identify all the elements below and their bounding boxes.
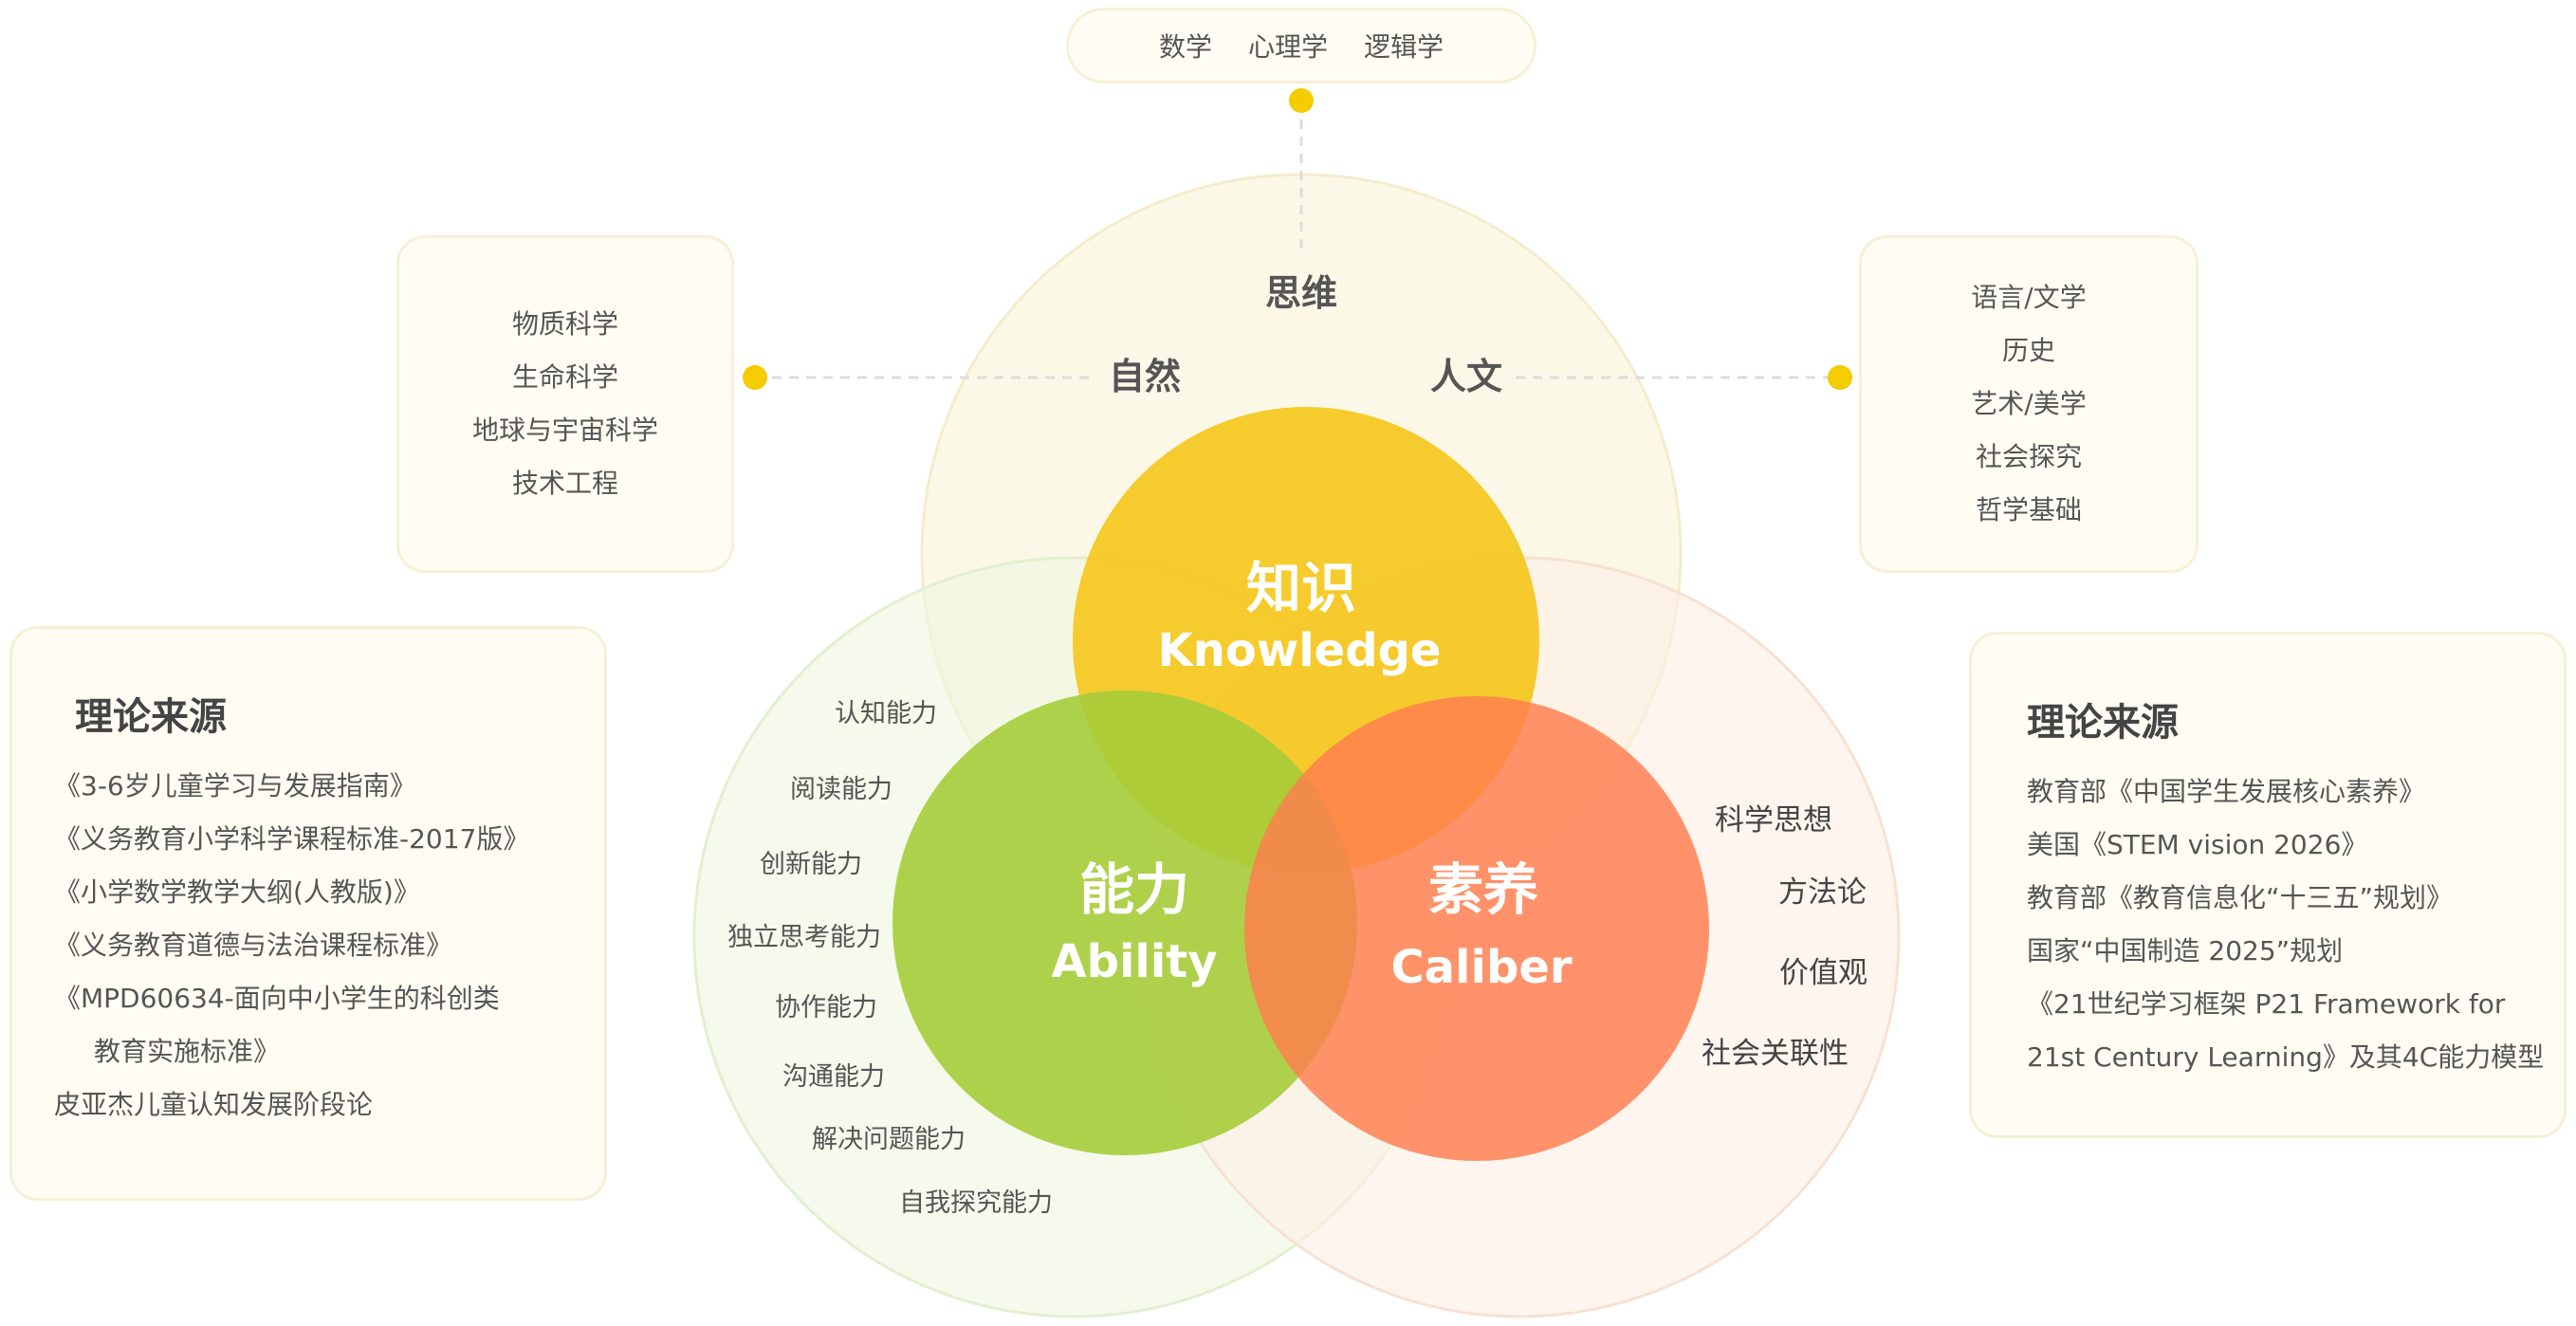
ability-item: 协作能力 — [775, 993, 877, 1022]
humanities-subject-item: 语言/文学 — [1971, 282, 2087, 313]
theory-item: 21st Century Learning》及其4C能力模型 — [2027, 1041, 2545, 1073]
theory-item: 皮亚杰儿童认知发展阶段论 — [54, 1089, 374, 1120]
circle-caliber — [1244, 696, 1709, 1161]
theory-list: 《3-6岁儿童学习与发展指南》 《义务教育小学科学课程标准-2017版》 《小学… — [54, 760, 604, 1132]
caliber-item: 方法论 — [1778, 875, 1867, 910]
top-subject-box: 数学 心理学 逻辑学 — [1066, 8, 1536, 83]
label-nature: 自然 — [1109, 356, 1181, 397]
nature-subject-item: 地球与宇宙科学 — [471, 414, 658, 446]
theory-item: 《义务教育小学科学课程标准-2017版》 — [54, 823, 530, 855]
theory-item: 《义务教育道德与法治课程标准》 — [54, 930, 453, 961]
nature-subject-item: 技术工程 — [511, 468, 618, 499]
caliber-title-zh: 素养 — [1428, 857, 1538, 922]
caliber-item: 科学思想 — [1715, 803, 1832, 838]
label-thinking: 思维 — [1265, 272, 1337, 314]
top-subject-item: 逻辑学 — [1364, 31, 1444, 63]
theory-item: 《小学数学教学大纲(人教版)》 — [54, 876, 420, 908]
humanities-subjects-box: 语言/文学 历史 艺术/美学 社会探究 哲学基础 — [1859, 235, 2199, 573]
theory-sources-right: 理论来源 教育部《中国学生发展核心素养》 美国《STEM vision 2026… — [1969, 632, 2567, 1138]
theory-item: 《3-6岁儿童学习与发展指南》 — [54, 770, 416, 801]
knowledge-title-zh: 知识 — [1246, 556, 1356, 620]
ability-item: 解决问题能力 — [812, 1125, 966, 1154]
humanities-subject-item: 哲学基础 — [1975, 494, 2082, 525]
label-humanities: 人文 — [1430, 356, 1502, 397]
ability-title-zh: 能力 — [1079, 857, 1189, 922]
connector-dot-left — [743, 365, 767, 390]
theory-item: 教育实施标准》 — [94, 1036, 281, 1067]
ability-item: 创新能力 — [760, 850, 862, 879]
ability-item: 独立思考能力 — [727, 923, 881, 952]
theory-list: 教育部《中国学生发展核心素养》 美国《STEM vision 2026》 教育部… — [2027, 765, 2564, 1084]
connector-dot-top — [1289, 88, 1314, 113]
theory-item: 教育部《中国学生发展核心素养》 — [2027, 776, 2426, 807]
theory-item: 美国《STEM vision 2026》 — [2027, 829, 2368, 860]
connector-dot-right — [1828, 365, 1852, 390]
humanities-subject-item: 历史 — [2001, 335, 2055, 366]
nature-subject-item: 物质科学 — [511, 308, 618, 340]
theory-item: 国家“中国制造 2025”规划 — [2027, 935, 2344, 967]
caliber-title-en: Caliber — [1390, 941, 1572, 994]
humanities-subject-item: 社会探究 — [1975, 441, 2082, 472]
theory-title: 理论来源 — [75, 695, 227, 739]
ability-item: 阅读能力 — [790, 775, 892, 804]
theory-item: 《21世纪学习框架 P21 Framework for — [2027, 988, 2506, 1020]
theory-item: 《MPD60634-面向中小学生的科创类 — [54, 983, 500, 1014]
humanities-subject-item: 艺术/美学 — [1971, 388, 2087, 419]
ability-title-en: Ability — [1051, 935, 1217, 988]
ability-item: 沟通能力 — [782, 1062, 885, 1092]
ability-item: 自我探究能力 — [899, 1188, 1053, 1218]
theory-sources-left: 理论来源 《3-6岁儿童学习与发展指南》 《义务教育小学科学课程标准-2017版… — [9, 626, 607, 1201]
nature-subject-item: 生命科学 — [511, 361, 618, 393]
caliber-item: 社会关联性 — [1702, 1037, 1849, 1071]
top-subject-item: 心理学 — [1247, 31, 1328, 63]
theory-title: 理论来源 — [2027, 701, 2179, 745]
ability-item: 认知能力 — [835, 699, 937, 728]
theory-item: 教育部《教育信息化“十三五”规划》 — [2027, 882, 2454, 913]
circle-ability — [892, 691, 1357, 1155]
caliber-item: 价值观 — [1779, 956, 1868, 990]
nature-subjects-box: 物质科学 生命科学 地球与宇宙科学 技术工程 — [396, 235, 734, 573]
top-subject-item: 数学 — [1158, 31, 1212, 63]
knowledge-title-en: Knowledge — [1158, 624, 1442, 677]
